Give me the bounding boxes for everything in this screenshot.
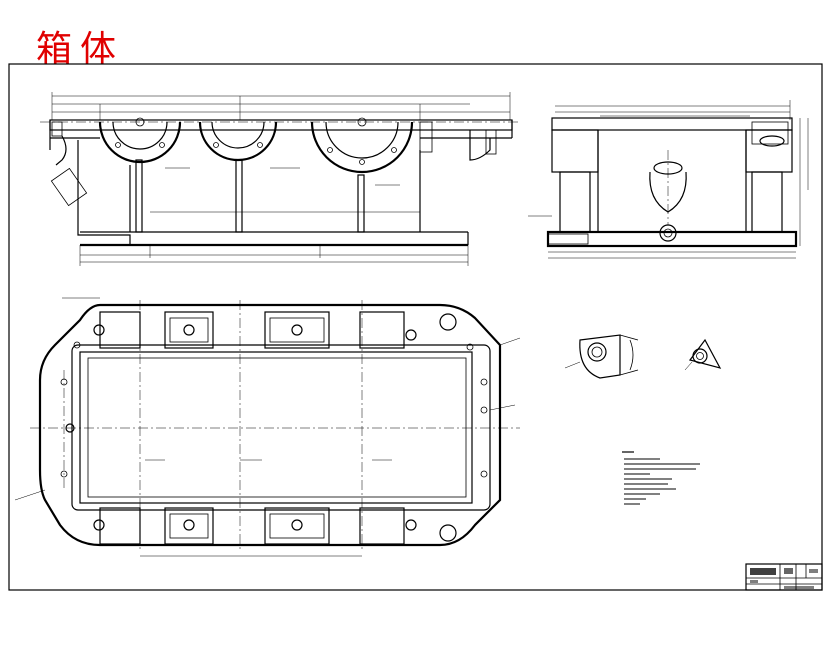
top-view <box>14 297 521 557</box>
drawing-frame <box>8 63 823 591</box>
detail-view-a <box>564 334 639 379</box>
technical-notes <box>622 451 700 505</box>
detail-view-b <box>684 338 722 371</box>
front-view <box>40 92 520 266</box>
side-view <box>528 100 809 259</box>
title-block <box>745 563 823 591</box>
bearing-bore-3 <box>310 117 414 174</box>
drawing-title: 箱体 <box>36 29 125 70</box>
bolt-holes <box>60 313 488 542</box>
bearing-bore-1 <box>98 117 182 164</box>
bearing-bore-2 <box>198 121 278 162</box>
